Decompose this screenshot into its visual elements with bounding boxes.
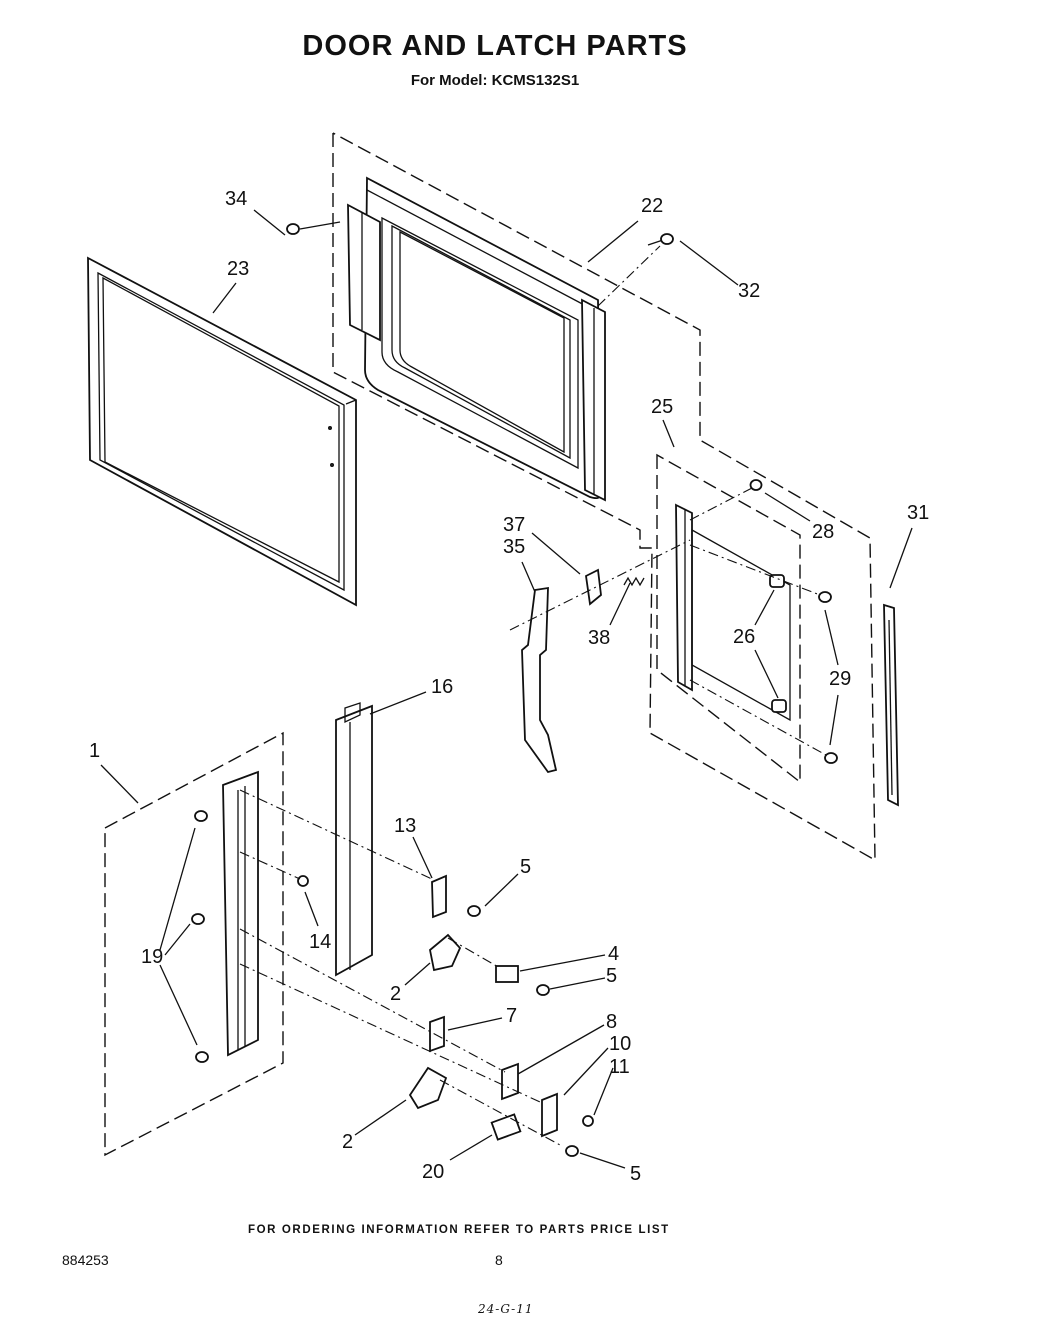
callout-7: 7: [506, 1005, 517, 1027]
callout-22: 22: [641, 195, 663, 217]
part-35-latch-lever: [521, 586, 558, 774]
part-29-screw-lower: [689, 679, 838, 764]
callout-35: 35: [503, 536, 525, 558]
part-4-block: [495, 965, 519, 983]
part-11-screw: [582, 1115, 594, 1127]
assembly-line-b: [239, 851, 301, 880]
assembly-line-f: [439, 1079, 561, 1146]
page-title: DOOR AND LATCH PARTS: [302, 30, 688, 62]
callout-2-upper: 2: [390, 983, 401, 1005]
callout-13: 13: [394, 815, 416, 837]
assembly-line-a: [239, 789, 435, 881]
door-assembly-outline: [332, 132, 876, 862]
page-number: 8: [495, 1252, 503, 1268]
callout-34: 34: [225, 188, 247, 210]
part-1-latch-assembly-outline: [104, 731, 284, 1157]
part-10-switch: [541, 1092, 558, 1138]
assembly-line-d: [239, 963, 541, 1103]
part-13-switch: [431, 874, 447, 919]
part-20-block: [490, 1113, 522, 1141]
part-37-latch-hook: [585, 568, 602, 606]
part-31-trim-strip: [883, 603, 899, 807]
document-number: 884253: [62, 1252, 109, 1268]
callout-32: 32: [738, 280, 760, 302]
callout-19: 19: [141, 946, 163, 968]
latch-centerline: [509, 539, 691, 631]
part-28-screw: [689, 479, 763, 521]
part-32-screw: [597, 233, 674, 307]
part-1-latch-bracket: [222, 770, 259, 1057]
part-38-spring: [623, 576, 645, 587]
callout-26: 26: [733, 626, 755, 648]
part-26-bushing-lower: [771, 699, 787, 713]
part-5-screw-a: [467, 905, 481, 917]
part-2-actuator-upper: [429, 933, 462, 972]
callout-29: 29: [829, 668, 851, 690]
callout-20: 20: [422, 1161, 444, 1183]
callout-11: 11: [609, 1056, 630, 1078]
part-34-screw: [286, 221, 341, 235]
part-7-plate: [429, 1015, 445, 1053]
callout-4: 4: [608, 943, 619, 965]
callout-5-middle: 5: [606, 965, 617, 987]
callout-10: 10: [609, 1033, 631, 1055]
model-subtitle: For Model: KCMS132S1: [410, 72, 580, 89]
part-23-door-frame: [87, 256, 357, 607]
callout-5-lower: 5: [630, 1163, 641, 1185]
part-22-inner-door-panel: [347, 176, 606, 502]
handwritten-note: 24-G-11: [478, 1302, 534, 1316]
callout-38: 38: [588, 627, 610, 649]
callout-1: 1: [89, 740, 100, 762]
part-5-screw-c: [565, 1145, 579, 1157]
part-19-screw-b: [191, 913, 205, 925]
callout-5-upper: 5: [520, 856, 531, 878]
part-29-screw-upper: [689, 544, 832, 603]
callout-28: 28: [812, 521, 834, 543]
part-19-screw-a: [194, 810, 208, 822]
leader-lines: [100, 209, 913, 1169]
part-2-actuator-lower: [408, 1066, 448, 1110]
callout-37: 37: [503, 514, 525, 536]
callout-14: 14: [309, 931, 331, 953]
part-25-choke-outline: [656, 453, 801, 784]
callout-16: 16: [431, 676, 453, 698]
part-8-switch: [501, 1062, 519, 1101]
part-14-screw: [297, 875, 309, 887]
ordering-note: FOR ORDERING INFORMATION REFER TO PARTS …: [248, 1224, 670, 1236]
part-5-screw-b: [536, 984, 550, 996]
part-19-screw-c: [195, 1051, 209, 1063]
part-16-channel: [335, 702, 373, 977]
callout-31: 31: [907, 502, 929, 524]
callout-23: 23: [227, 258, 249, 280]
callout-25: 25: [651, 396, 673, 418]
part-25-choke-panel: [675, 503, 791, 722]
callout-8: 8: [606, 1011, 617, 1033]
callout-2-lower: 2: [342, 1131, 353, 1153]
